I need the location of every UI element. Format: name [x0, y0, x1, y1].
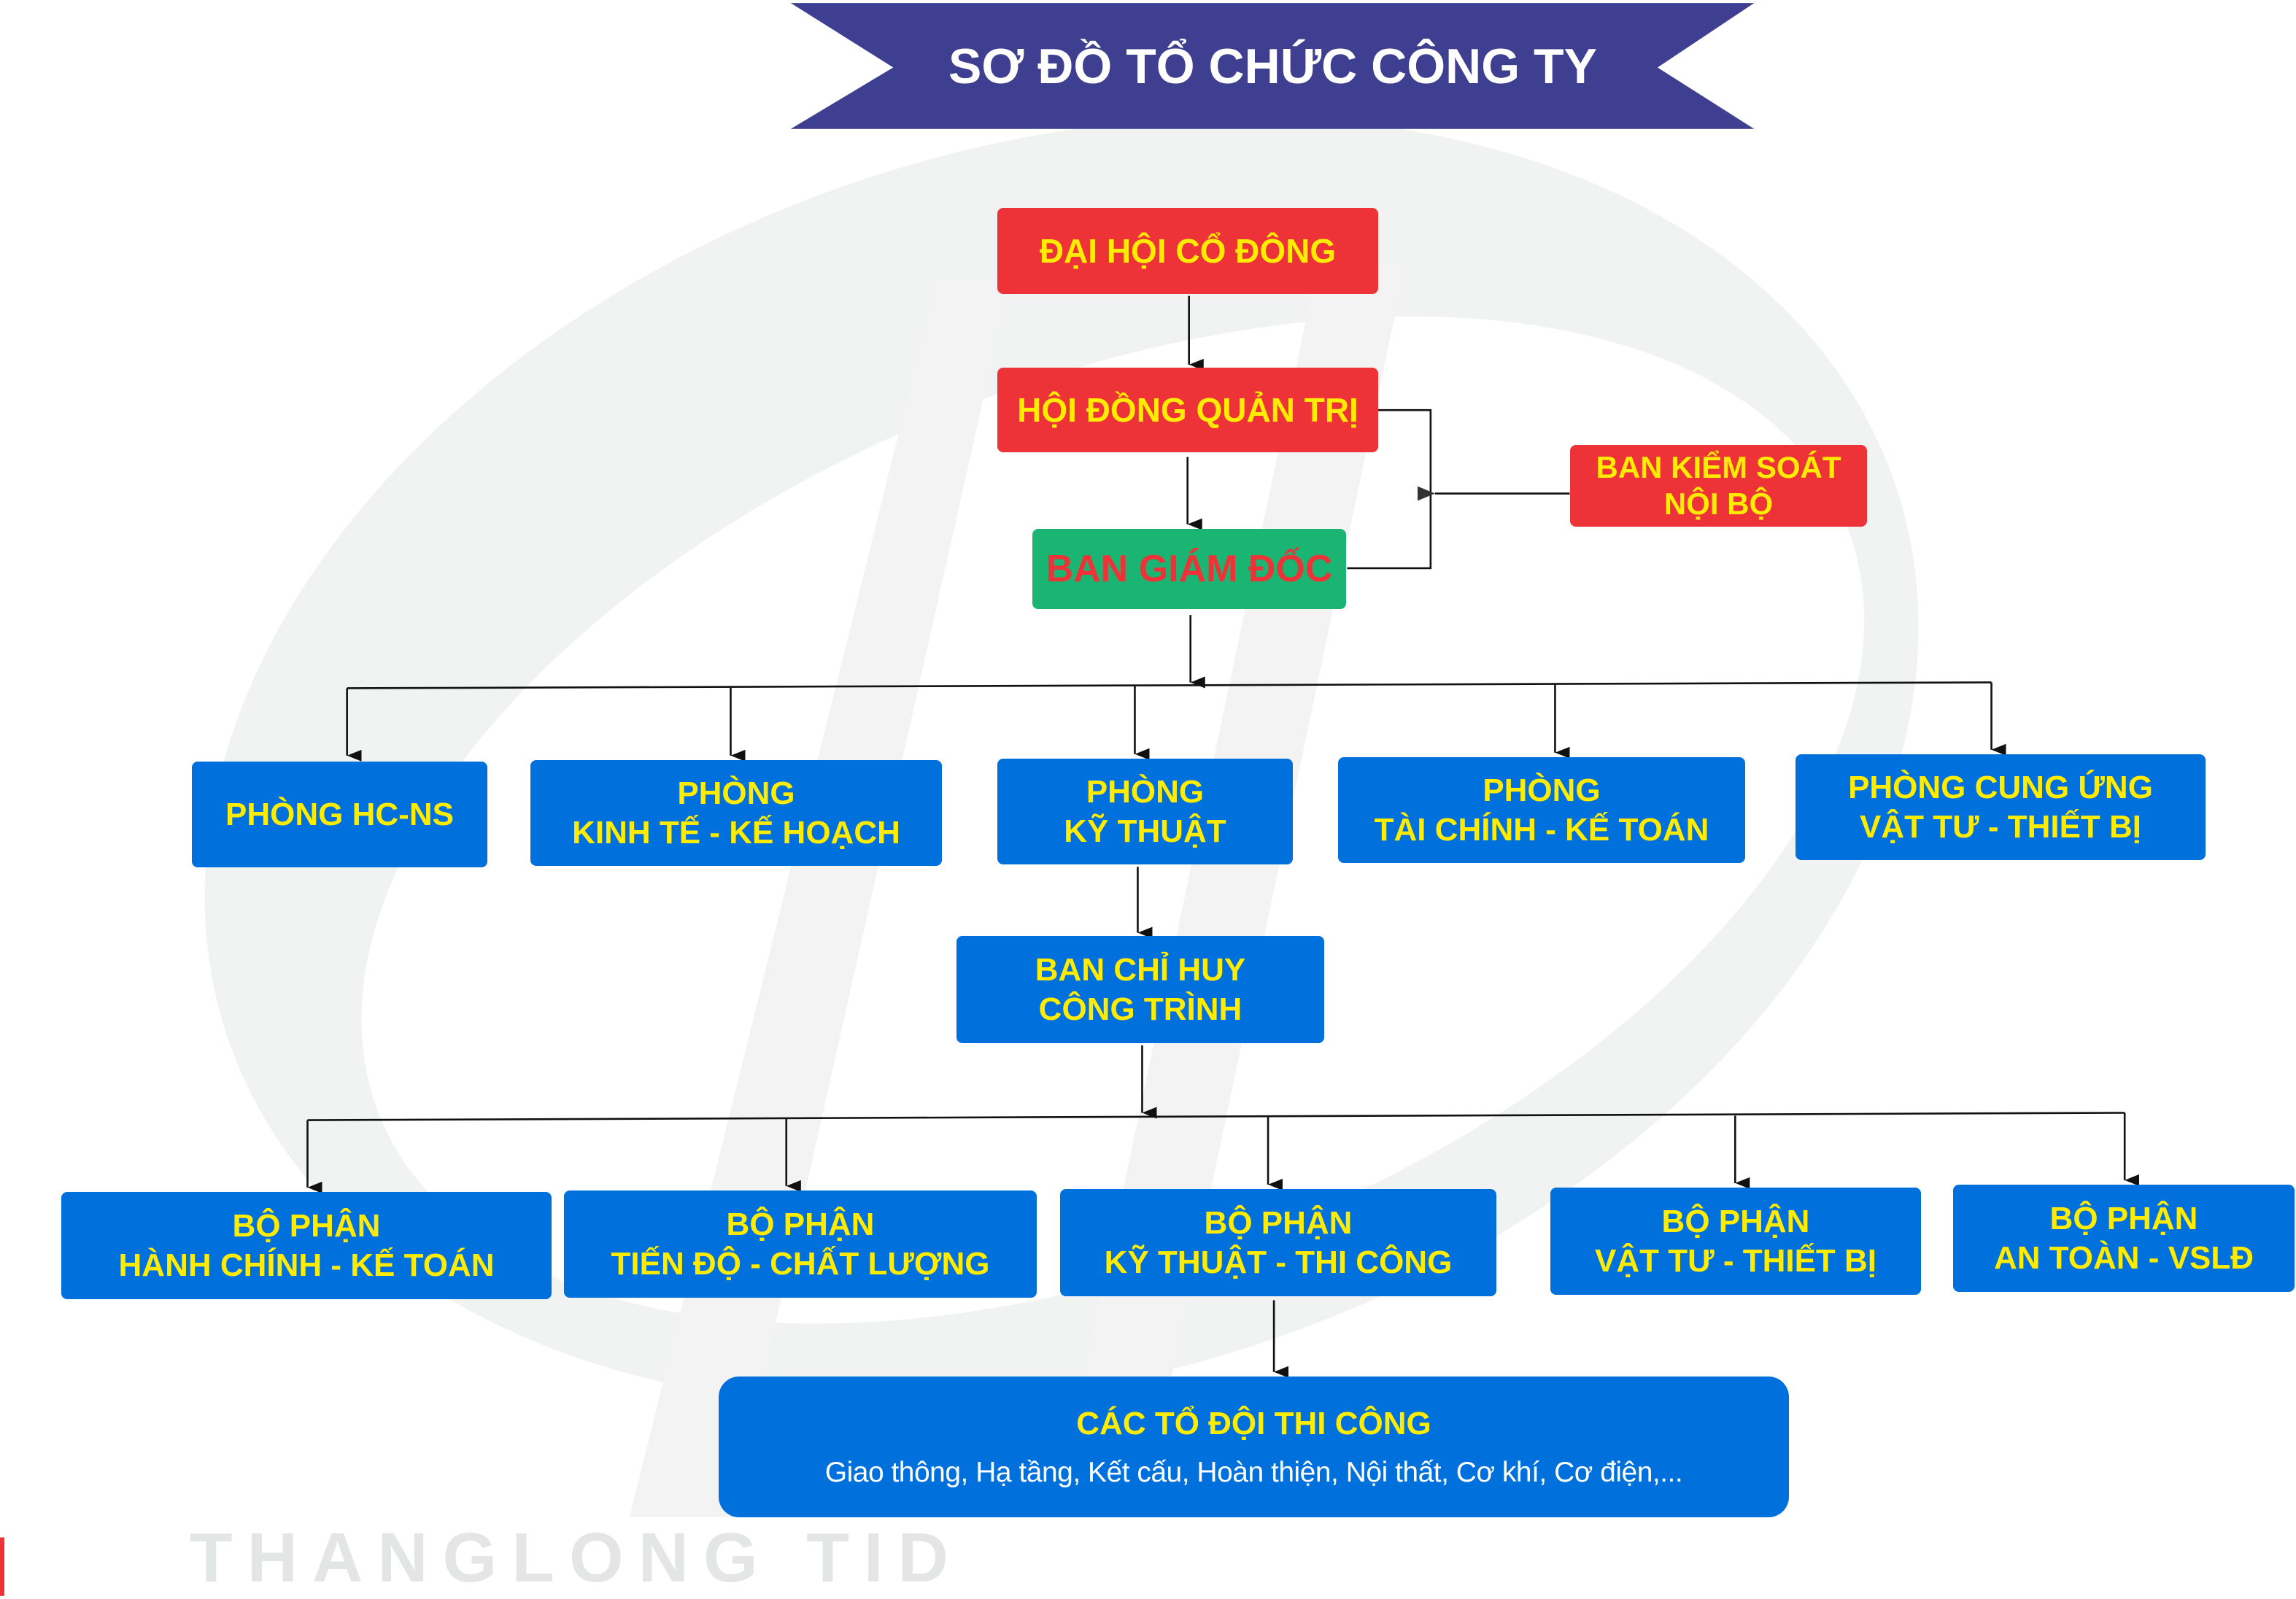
- box-label: AN TOÀN - VSLĐ: [1993, 1239, 2254, 1276]
- box-label: KINH TẾ - KẾ HOẠCH: [572, 814, 900, 851]
- box-label: PHÒNG: [1086, 773, 1205, 810]
- box-label: BỘ PHẬN: [2049, 1200, 2198, 1236]
- box-label: PHÒNG: [1483, 772, 1601, 808]
- box-label: BAN GIÁM ĐỐC: [1045, 548, 1333, 590]
- box-label: BỘ PHẬN: [726, 1206, 875, 1242]
- box-label: TÀI CHÍNH - KẾ TOÁN: [1374, 811, 1709, 848]
- box-label: PHÒNG: [677, 775, 795, 811]
- box-label: KỸ THUẬT: [1064, 813, 1226, 849]
- watermark-text: THANGLONG TID: [190, 1519, 963, 1597]
- box-label: ĐẠI HỘI CỔ ĐÔNG: [1039, 232, 1337, 270]
- box-hoi-dong-quan-tri: HỘI ĐỒNG QUẢN TRỊ: [997, 368, 1378, 452]
- box-label: VẬT TƯ - THIẾT BỊ: [1859, 808, 2142, 845]
- box-subtitle: Giao thông, Hạ tầng, Kết cấu, Hoàn thiện…: [824, 1456, 1683, 1488]
- box-label: TIẾN ĐỘ - CHẤT LƯỢNG: [611, 1245, 990, 1282]
- box-label: BỘ PHẬN: [232, 1207, 381, 1244]
- box-ban-giam-doc: BAN GIÁM ĐỐC: [1032, 529, 1346, 609]
- dept-hc-ns: PHÒNG HC-NS: [192, 762, 487, 867]
- box-label: PHÒNG CUNG ỨNG: [1848, 769, 2153, 805]
- box-label: BỘ PHẬN: [1661, 1203, 1810, 1239]
- box-label: BAN CHỈ HUY: [1035, 951, 1246, 988]
- box-label: NỘI BỘ: [1663, 487, 1774, 521]
- box-label: VẬT TƯ - THIẾT BỊ: [1594, 1242, 1877, 1279]
- box-label: HÀNH CHÍNH - KẾ TOÁN: [118, 1247, 495, 1283]
- page-title: SƠ ĐỒ TỔ CHỨC CÔNG TY: [948, 38, 1597, 94]
- box-label: PHÒNG HC-NS: [225, 796, 454, 832]
- box-label: HỘI ĐỒNG QUẢN TRỊ: [1017, 391, 1358, 429]
- box-label: CÔNG TRÌNH: [1038, 991, 1242, 1027]
- box-dai-hoi-co-dong: ĐẠI HỘI CỔ ĐÔNG: [997, 208, 1378, 294]
- box-label: KỸ THUẬT - THI CÔNG: [1104, 1244, 1453, 1280]
- box-label: BAN KIỂM SOÁT: [1596, 450, 1841, 484]
- box-label: CÁC TỔ ĐỘI THI CÔNG: [1076, 1405, 1431, 1441]
- box-label: BỘ PHẬN: [1204, 1204, 1353, 1241]
- box-cac-to-doi-thi-cong: CÁC TỔ ĐỘI THI CÔNG Giao thông, Hạ tầng,…: [719, 1377, 1789, 1517]
